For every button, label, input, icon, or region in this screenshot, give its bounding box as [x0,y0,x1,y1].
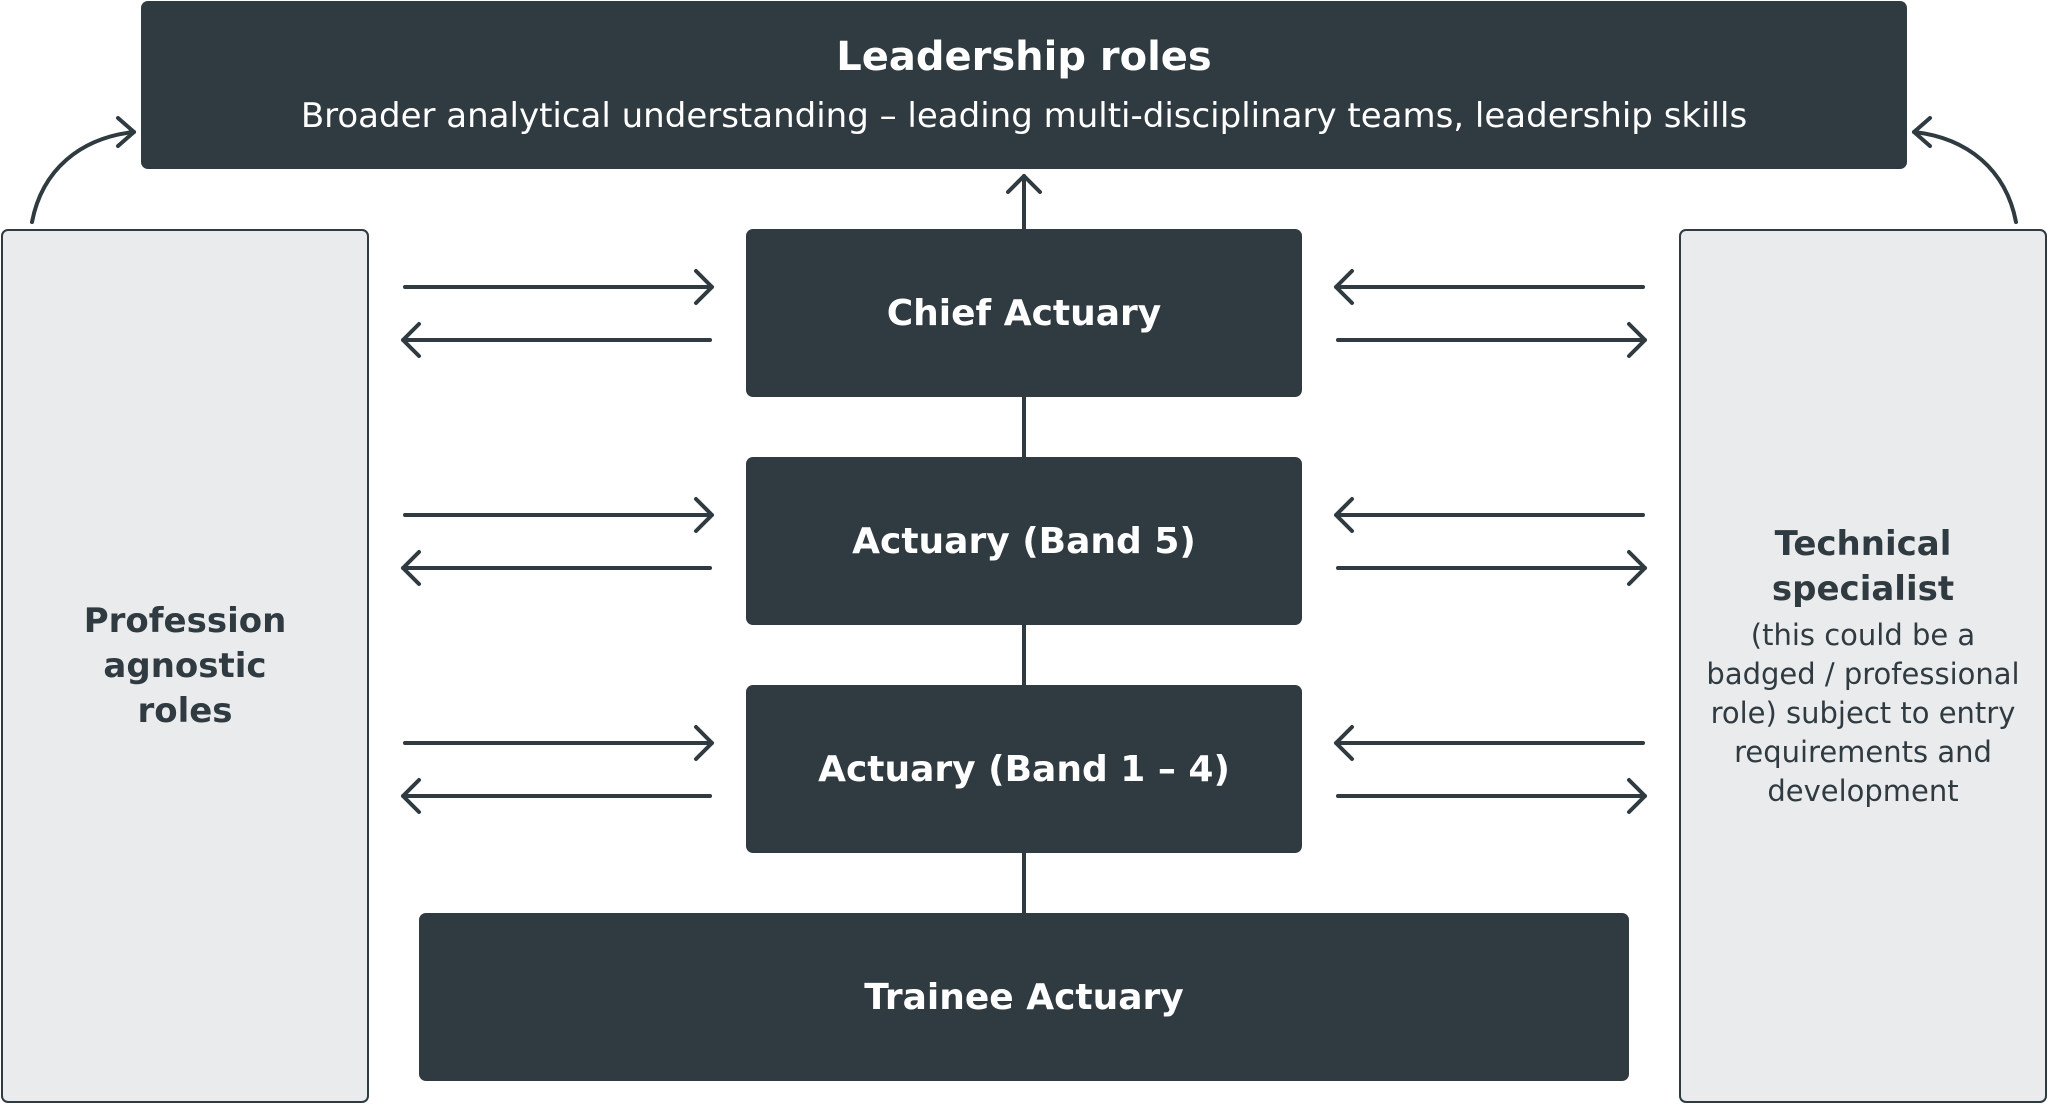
right-arrows-band5 [1334,497,1647,586]
technical-specialist-box: Technical specialist (this could be a ba… [1679,229,2047,1103]
actuary-band14-label: Actuary (Band 1 – 4) [818,748,1230,790]
leadership-subtitle: Broader analytical understanding – leadi… [300,96,1748,136]
right-arrows-chief [1334,269,1647,358]
technical-specialist-description: (this could be a badged / professional r… [1706,617,2020,808]
curve-left-to-leadership [30,130,136,224]
chief-actuary-box: Chief Actuary [746,229,1302,397]
leadership-roles-box: Leadership roles Broader analytical unde… [141,1,1907,169]
chief-actuary-label: Chief Actuary [886,292,1162,334]
arrowhead-right-curve [1912,116,1932,148]
actuary-band5-label: Actuary (Band 5) [852,520,1196,562]
profession-agnostic-title: Profession agnostic roles [83,600,287,731]
leadership-title: Leadership roles [836,34,1212,80]
profession-agnostic-box: Profession agnostic roles [1,229,369,1103]
arrowhead-left-curve [116,116,136,148]
actuary-band5-box: Actuary (Band 5) [746,457,1302,625]
curve-right-to-leadership [1912,130,2018,224]
technical-specialist-title: Technical specialist [1771,523,1955,609]
left-arrows-chief [401,269,714,358]
right-arrows-band14 [1334,725,1647,814]
actuary-band14-box: Actuary (Band 1 – 4) [746,685,1302,853]
arrowhead-up-leadership [1006,174,1042,194]
left-arrows-band5 [401,497,714,586]
trainee-actuary-label: Trainee Actuary [864,976,1184,1018]
left-arrows-band14 [401,725,714,814]
trainee-actuary-box: Trainee Actuary [419,913,1629,1081]
